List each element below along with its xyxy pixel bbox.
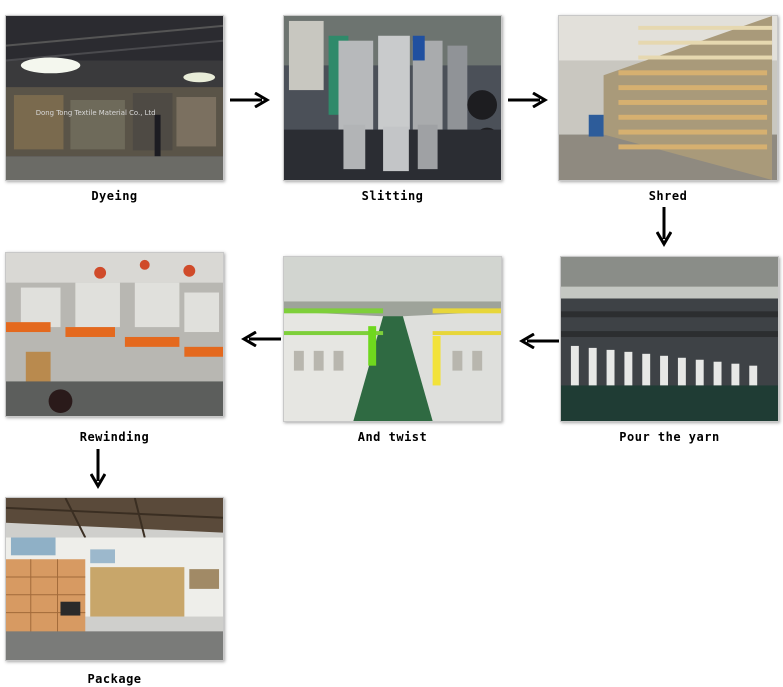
right-arrow-icon	[508, 92, 548, 108]
pour-yarn-photo	[560, 256, 779, 422]
rewinding-photo	[5, 252, 224, 417]
step-label-and-twist: And twist	[357, 430, 428, 444]
left-arrow-icon	[241, 331, 281, 347]
slitting-photo	[283, 15, 502, 181]
down-arrow-icon	[656, 207, 672, 247]
dyeing-photo: Dong Tong Textile Material Co., Ltd	[5, 15, 224, 181]
step-label-shred: Shred	[648, 189, 688, 203]
left-arrow-icon	[519, 333, 559, 349]
down-arrow-icon	[90, 449, 106, 489]
step-label-pour-the-yarn: Pour the yarn	[619, 430, 720, 444]
twist-photo	[283, 256, 502, 422]
step-label-dyeing: Dyeing	[91, 189, 138, 203]
step-label-slitting: Slitting	[361, 189, 424, 203]
right-arrow-icon	[230, 92, 270, 108]
step-label-rewinding: Rewinding	[79, 430, 150, 444]
shred-photo	[558, 15, 778, 181]
step-label-package: Package	[87, 672, 142, 686]
package-photo	[5, 497, 224, 661]
photo-watermark: Dong Tong Textile Material Co., Ltd	[36, 109, 156, 117]
